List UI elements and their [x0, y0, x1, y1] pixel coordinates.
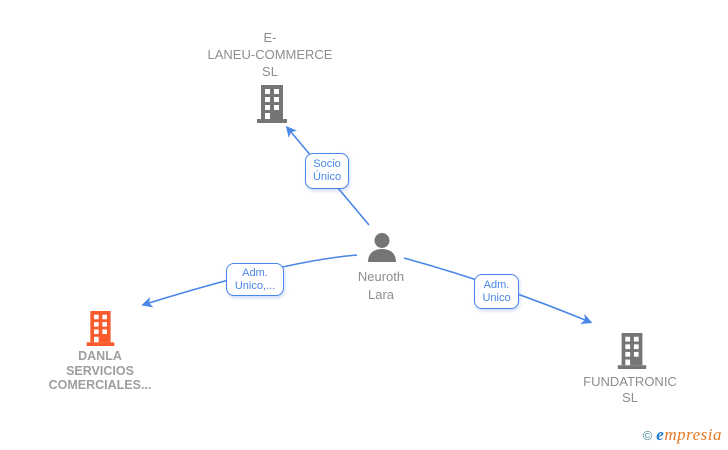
company-top-label[interactable]: E- LANEU-COMMERCE SL: [207, 30, 333, 79]
brand-rest: mpresia: [664, 425, 722, 444]
building-icon[interactable]: [617, 333, 647, 369]
brand-name: empresia: [656, 425, 722, 445]
edge-label-socio-unico[interactable]: Socio Único: [305, 153, 349, 189]
copyright-symbol: ©: [642, 428, 653, 443]
building-icon[interactable]: [86, 311, 115, 346]
edge-label-adm-unico-right[interactable]: Adm. Unico: [474, 274, 519, 309]
person-label[interactable]: Neuroth Lara: [357, 269, 405, 302]
edge-label-adm-unico-left[interactable]: Adm. Unico,...: [226, 263, 284, 296]
company-left-label[interactable]: DANLA SERVICIOS COMERCIALES...: [48, 349, 152, 392]
person-icon[interactable]: [366, 233, 398, 262]
brand-initial: e: [656, 425, 665, 444]
company-right-label[interactable]: FUNDATRONIC SL: [583, 374, 677, 405]
building-icon[interactable]: [257, 85, 287, 123]
empresia-logo[interactable]: © empresia: [643, 425, 722, 445]
